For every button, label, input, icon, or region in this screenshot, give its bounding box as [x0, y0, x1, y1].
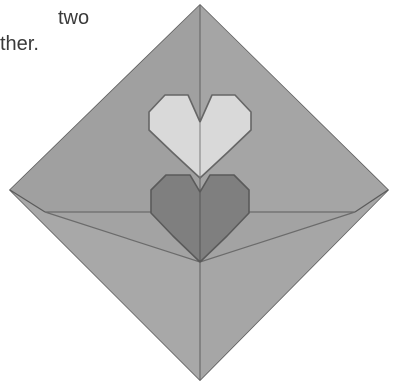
caption-text-block: two ther. — [0, 0, 110, 80]
caption-line-2: ther. — [0, 31, 39, 57]
caption-line-1: two — [58, 5, 89, 31]
